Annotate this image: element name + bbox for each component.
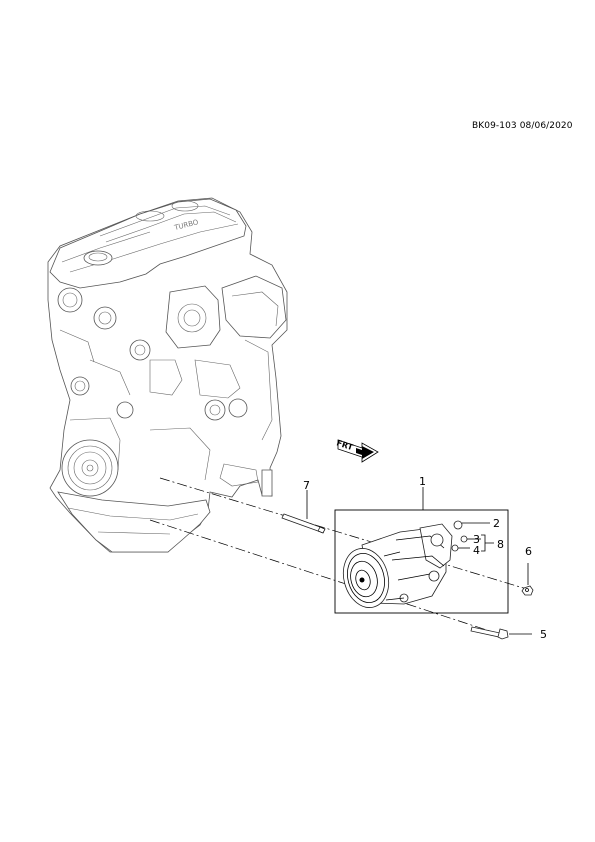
document-code: BK09-103 08/06/2020	[472, 121, 573, 131]
callout-3: 3	[473, 533, 480, 546]
washer-part-3	[460, 535, 481, 543]
callout-8: 8	[497, 538, 504, 551]
compressor-assembly-box	[334, 509, 509, 614]
engine-illustration: TURBO	[47, 197, 288, 553]
stud-part-7	[281, 513, 326, 534]
bolt-part-5	[470, 626, 532, 640]
callout-1: 1	[419, 475, 426, 488]
seal-part-4	[451, 544, 470, 552]
nut-part-6	[521, 563, 534, 596]
lower-centerline	[149, 519, 506, 637]
callout-5: 5	[540, 628, 547, 641]
bracket-8	[481, 534, 494, 552]
callout-4: 4	[473, 544, 480, 557]
callout-7: 7	[303, 479, 310, 492]
upper-centerline	[159, 477, 531, 591]
callout-6: 6	[525, 545, 532, 558]
fitting-part-2	[453, 520, 490, 530]
callout-2: 2	[493, 517, 500, 530]
front-direction-marker: FRT	[335, 438, 379, 463]
ac-compressor	[342, 523, 453, 608]
